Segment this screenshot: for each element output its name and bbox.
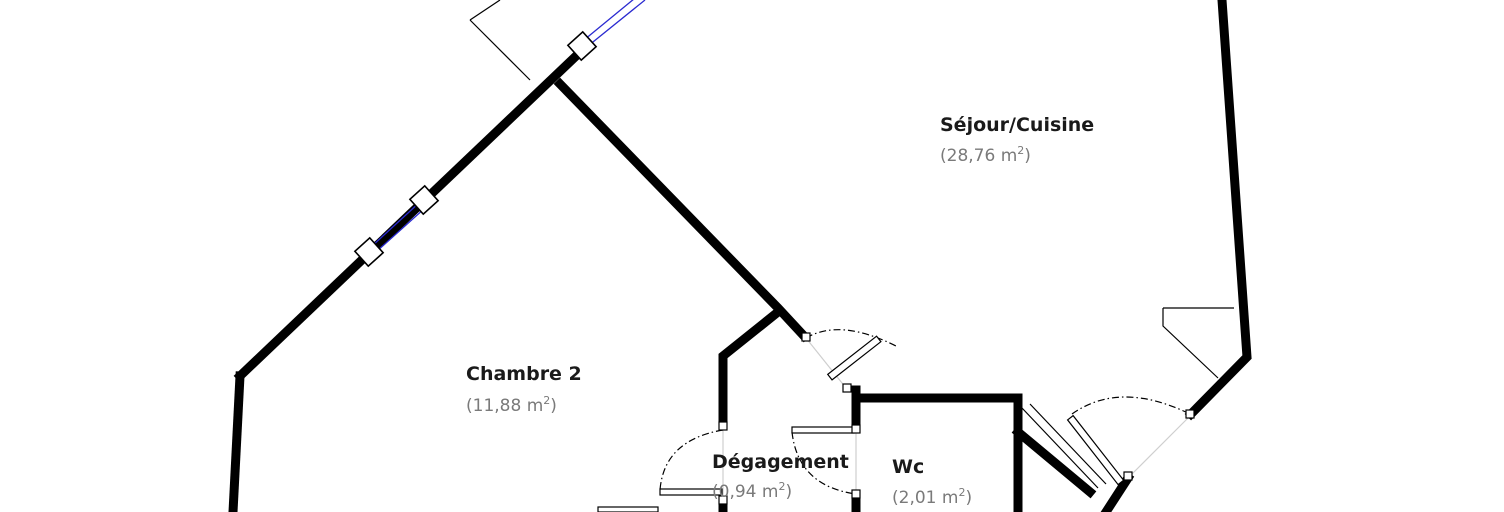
- wall-entry-diagonal: [1011, 425, 1097, 499]
- wall-left: [228, 371, 245, 512]
- room-label-degagement: Dégagement (0,94 m2): [712, 451, 849, 502]
- room-area: (28,76 m2): [940, 144, 1031, 166]
- wall-lower-right: [1100, 471, 1135, 512]
- room-area: (0,94 m2): [712, 480, 792, 502]
- window-top: [566, 0, 646, 62]
- door-bottom-left-hint: [597, 506, 659, 512]
- door-degagement-chambre: [659, 421, 728, 505]
- room-name: Dégagement: [712, 451, 849, 473]
- window-left: [353, 184, 440, 268]
- wall-chambre-sejour: [553, 77, 811, 343]
- interior-walls: [553, 77, 1097, 512]
- room-label-wc: Wc (2,01 m2): [892, 456, 972, 508]
- room-area: (2,01 m2): [892, 486, 972, 508]
- door-entry: [1021, 396, 1195, 489]
- room-label-chambre2: Chambre 2 (11,88 m2): [466, 363, 582, 416]
- room-label-sejour: Séjour/Cuisine (28,76 m2): [940, 114, 1094, 166]
- wall-right: [1184, 0, 1252, 421]
- balcony-door: [469, 0, 531, 81]
- window-frame-left-a: [353, 236, 385, 268]
- wall-degagement-west: [718, 305, 785, 431]
- room-name: Wc: [892, 456, 924, 478]
- window-frame-left-b: [408, 184, 440, 216]
- wall-facade-left: [233, 51, 581, 383]
- door-chambre-sejour: [801, 329, 897, 393]
- room-name: Séjour/Cuisine: [940, 114, 1094, 136]
- door-degagement-wc: [791, 424, 861, 499]
- window-frame-top: [566, 30, 598, 62]
- cupboard: [1162, 307, 1234, 379]
- room-area: (11,88 m2): [466, 394, 557, 416]
- room-name: Chambre 2: [466, 363, 582, 385]
- outer-walls: [228, 0, 1252, 512]
